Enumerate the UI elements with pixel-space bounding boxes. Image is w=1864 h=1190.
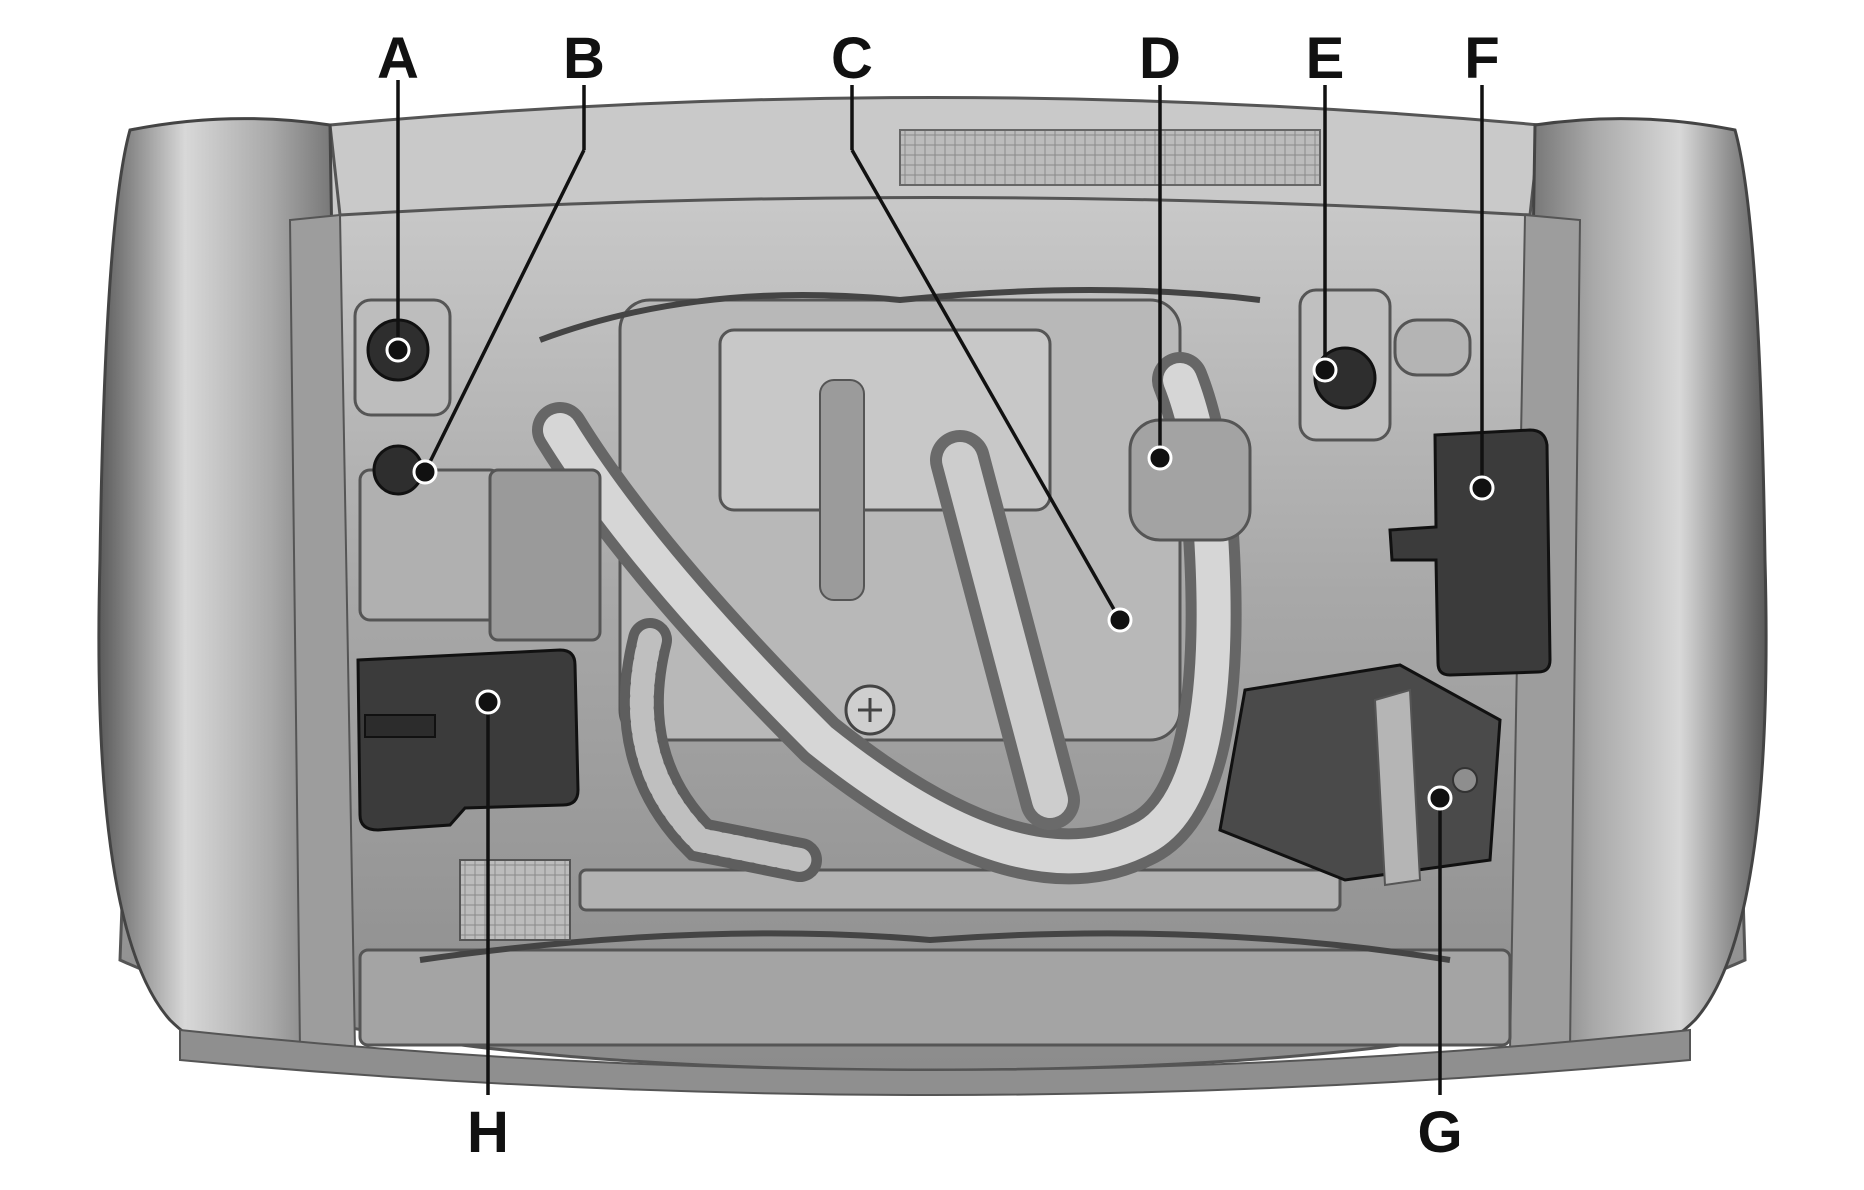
brake-reservoir-bracket <box>358 468 502 622</box>
corrugated-hose-highlight <box>629 628 812 872</box>
callout-label-g: G <box>1417 1100 1462 1165</box>
dot-f <box>1469 475 1495 501</box>
dot-a <box>385 337 411 363</box>
fuse-box-h-cover <box>356 648 580 832</box>
battery-g-body <box>1218 663 1502 882</box>
callout-label-c: C <box>831 26 873 91</box>
fuse-box-h-connector <box>459 859 571 941</box>
power-distribution-box-f <box>1388 428 1552 677</box>
dot-h <box>475 689 501 715</box>
lower-valance <box>179 1028 1691 1096</box>
intercooler-tube-highlight <box>942 442 1068 818</box>
engine-assembly <box>419 287 1451 963</box>
front-crossmember <box>578 868 1342 912</box>
battery-g-hold-down <box>1373 688 1422 887</box>
callout-label-b: B <box>563 26 605 91</box>
power-distribution-box-f-cover <box>1388 428 1552 677</box>
wiring-harness <box>538 287 1261 343</box>
radiator-support <box>358 948 1512 1047</box>
reservoir-cylinder <box>1393 318 1472 377</box>
left-fender <box>97 117 347 1070</box>
dot-e <box>1312 357 1338 383</box>
battery-terminal <box>1452 767 1478 793</box>
fuse-box-h-latch <box>364 714 436 738</box>
callout-label-d: D <box>1139 26 1181 91</box>
left-reservoir-bracket <box>353 298 602 642</box>
callout-label-h: H <box>467 1100 509 1165</box>
battery-g <box>1218 663 1502 887</box>
intake-runner <box>819 379 865 601</box>
valve-cover <box>718 328 1052 512</box>
fuse-box-h <box>356 648 580 941</box>
callout-label-f: F <box>1464 26 1499 91</box>
leader-b-diagonal <box>423 149 586 473</box>
dot-g <box>1427 785 1453 811</box>
right-fender <box>1518 117 1768 1070</box>
callout-dots <box>385 337 1495 811</box>
callout-leaders <box>396 80 1484 1095</box>
dot-c <box>1107 607 1133 633</box>
dot-d <box>1147 445 1173 471</box>
turbo-housing <box>1128 418 1252 542</box>
callout-label-e: E <box>1306 26 1345 91</box>
wiring-harness-lower <box>419 930 1451 963</box>
callout-letters: A B C D E F H G <box>377 26 1500 1165</box>
dot-b <box>412 459 438 485</box>
cowl-vent-grille <box>899 129 1321 186</box>
right-reservoir <box>1298 288 1472 442</box>
leader-c-diagonal <box>850 149 1122 621</box>
left-side-cover <box>488 468 602 642</box>
oil-filler-cross <box>858 698 882 722</box>
callout-label-a: A <box>377 26 419 91</box>
